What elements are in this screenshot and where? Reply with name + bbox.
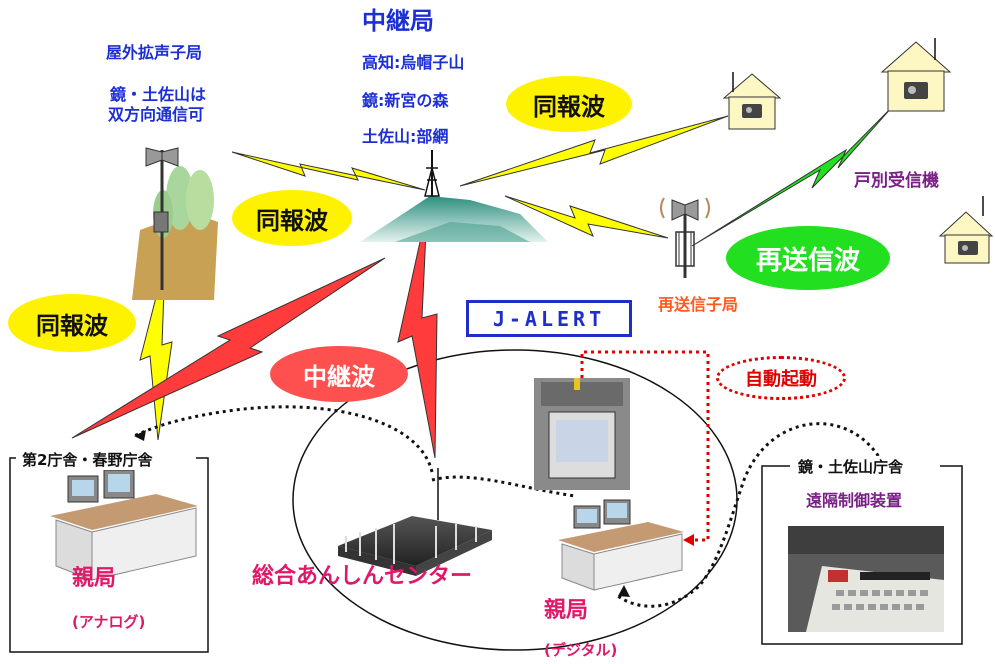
- center-station-type: (デジタル): [544, 641, 618, 659]
- relay-site-2: 鏡:新宮の森: [362, 91, 449, 110]
- broadcast-wave-to-outdoor: [231, 151, 426, 191]
- relay-wave-left: [71, 257, 386, 439]
- auto-start-path: [580, 350, 710, 542]
- broadcast-wave-label-left: 同報波: [8, 294, 136, 352]
- outdoor-station-title: 屋外拡声子局: [106, 43, 203, 62]
- auto-start-label: 自動起動: [716, 356, 846, 400]
- dotted-link-left: [133, 405, 434, 473]
- loudspeaker-pole-icon: [132, 147, 218, 300]
- house-receiver-icon-2: [880, 38, 952, 112]
- relay-station-title: 中継局: [362, 7, 434, 35]
- j-alert-label: J-ALERT: [466, 300, 632, 337]
- remote-control-label: 遠隔制御装置: [806, 491, 903, 510]
- console-desk-icon-center: [558, 499, 684, 591]
- house-receiver-icon: [722, 72, 782, 130]
- relay-site-3: 土佐山:部網: [362, 127, 449, 146]
- right-station-frame: [761, 465, 963, 645]
- relay-site-1: 高知:烏帽子山: [362, 53, 465, 72]
- left-station-type: (アナログ): [72, 613, 146, 631]
- household-receiver-label: 戸別受信機: [854, 171, 939, 191]
- console-desk-icon: [50, 469, 198, 581]
- broadcast-wave-to-house1: [459, 115, 729, 187]
- relay-wave-center: [397, 209, 438, 459]
- relay-wave-label: 中継波: [270, 346, 408, 402]
- center-station-name: 親局: [544, 598, 589, 623]
- control-panel-icon: [788, 526, 944, 632]
- retransmit-station-label: 再送信子局: [658, 295, 739, 314]
- left-station-title: 第2庁舎・春野庁舎: [18, 449, 157, 470]
- broadcast-wave-to-retransmit: [504, 195, 669, 239]
- center-name: 総合あんしんセンター: [252, 564, 473, 589]
- building-icon: [338, 468, 492, 576]
- mountain-tower-icon: [360, 150, 548, 242]
- dotted-link-center: [431, 475, 576, 498]
- outdoor-station-note-2: 双方向通信可: [108, 105, 205, 124]
- left-station-name: 親局: [72, 566, 117, 591]
- dotted-link-right: [617, 422, 884, 608]
- house-receiver-icon-3: [938, 196, 994, 264]
- broadcast-wave-label-mid: 同報波: [232, 190, 352, 246]
- j-alert-receiver-icon: [534, 378, 630, 490]
- broadcast-wave-label-top: 同報波: [506, 76, 632, 132]
- outdoor-station-note-1: 鏡・土佐山は: [110, 85, 207, 104]
- right-station-title: 鏡・土佐山庁舎: [794, 456, 908, 477]
- left-station-frame: [9, 457, 209, 653]
- retransmit-wave-label: 再送信波: [726, 226, 890, 290]
- antenna-speaker-icon: [660, 197, 710, 278]
